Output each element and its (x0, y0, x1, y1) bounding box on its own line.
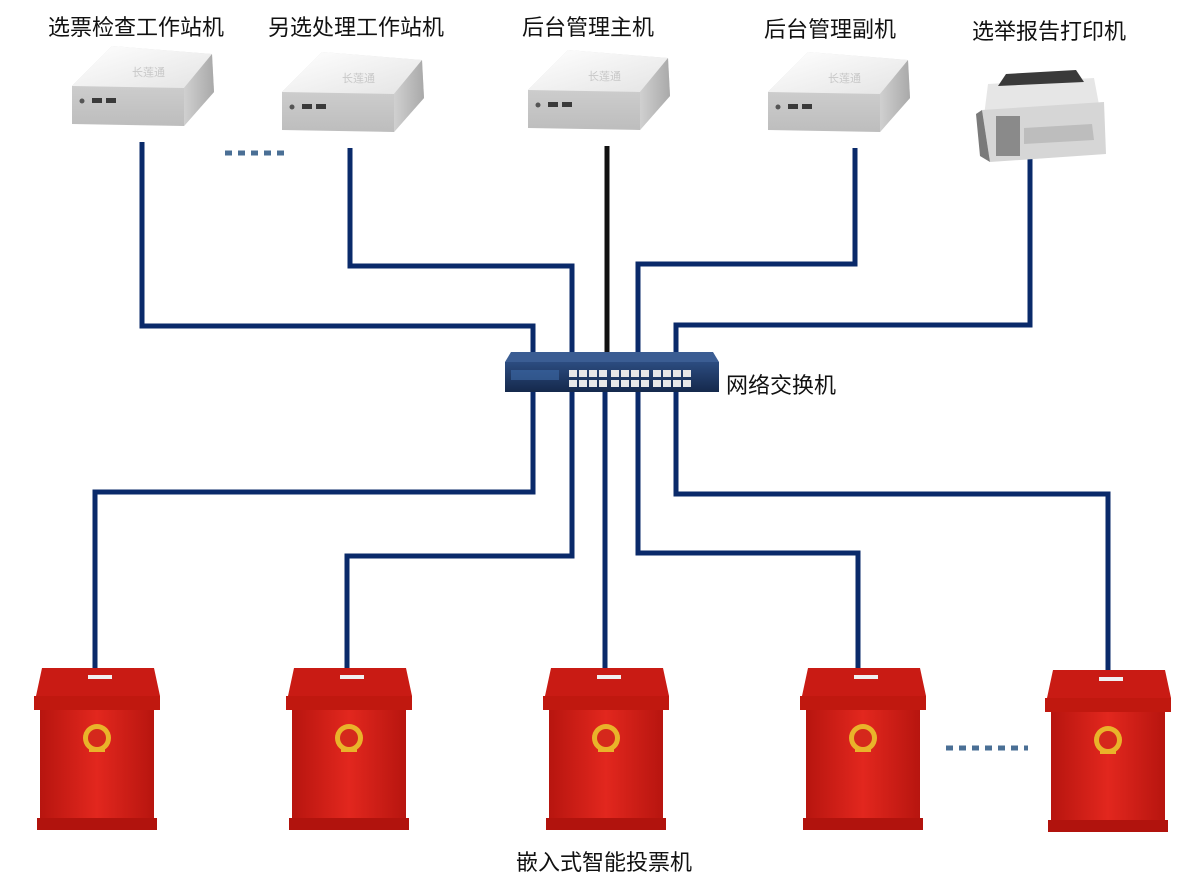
device-brand-logo: 长莲通 (342, 72, 375, 85)
label-ballot-check-station: 选票检查工作站机 (48, 16, 225, 41)
cable-voting-5 (673, 392, 1111, 672)
cable-alt-processing (347, 148, 575, 355)
label-voting-machines: 嵌入式智能投票机 (516, 851, 693, 876)
label-report-printer: 选举报告打印机 (972, 20, 1127, 45)
device-ballot-check-station: 长莲通 (72, 46, 214, 126)
network-switch-icon (505, 352, 719, 392)
label-admin-backup-host: 后台管理副机 (764, 18, 897, 43)
cable-voting-1 (92, 392, 536, 672)
cable-ballot-check (139, 142, 536, 355)
voting-machine-5 (1045, 670, 1171, 832)
cable-printer (673, 156, 1033, 355)
device-brand-logo: 长莲通 (132, 66, 165, 79)
label-alt-processing-station: 另选处理工作站机 (268, 16, 445, 41)
cable-admin-backup (635, 148, 858, 355)
device-brand-logo: 长莲通 (828, 72, 861, 85)
label-admin-main-host: 后台管理主机 (522, 16, 655, 41)
printer-icon (976, 70, 1106, 162)
device-admin-backup-host: 长莲通 (768, 52, 910, 132)
voting-machine-4 (800, 668, 926, 830)
voting-machine-1 (34, 668, 160, 830)
cable-voting-2 (344, 392, 575, 672)
device-alt-processing-station: 长莲通 (282, 52, 424, 132)
label-network-switch: 网络交换机 (726, 374, 837, 399)
device-admin-main-host: 长莲通 (528, 50, 670, 130)
voting-machine-3 (543, 668, 669, 830)
cable-voting-4 (635, 392, 861, 672)
device-brand-logo: 长莲通 (588, 70, 621, 83)
voting-machine-2 (286, 668, 412, 830)
